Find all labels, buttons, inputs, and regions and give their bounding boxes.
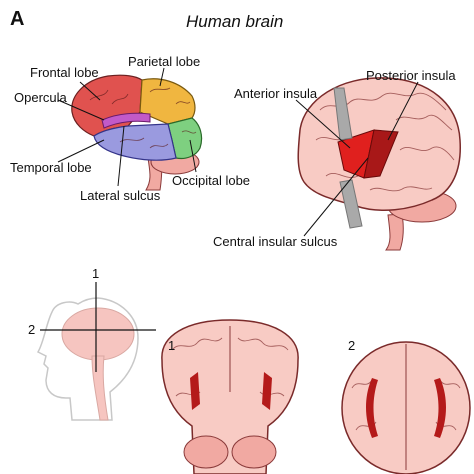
label-occipital-lobe: Occipital lobe <box>172 173 250 188</box>
coronal-left-cerebellum <box>184 436 228 468</box>
label-frontal-lobe: Frontal lobe <box>30 65 99 80</box>
label-posterior-insula: Posterior insula <box>366 68 456 83</box>
plane-2-label: 2 <box>28 322 35 337</box>
plane-1-label: 1 <box>92 266 99 281</box>
head-brain <box>62 308 134 360</box>
label-opercula: Opercula <box>14 90 67 105</box>
label-central-insular-sulcus: Central insular sulcus <box>213 234 337 249</box>
label-temporal-lobe: Temporal lobe <box>10 160 92 175</box>
label-lateral-sulcus: Lateral sulcus <box>80 188 160 203</box>
label-parietal-lobe: Parietal lobe <box>128 54 200 69</box>
insula-brain-view <box>298 78 460 250</box>
insula-brainstem <box>386 214 403 250</box>
label-anterior-insula: Anterior insula <box>234 86 317 101</box>
coronal-section <box>162 320 298 474</box>
coronal-number: 1 <box>168 338 175 353</box>
head-section-planes <box>38 282 156 420</box>
coronal-right-cerebellum <box>232 436 276 468</box>
axial-number: 2 <box>348 338 355 353</box>
axial-section <box>342 342 470 474</box>
